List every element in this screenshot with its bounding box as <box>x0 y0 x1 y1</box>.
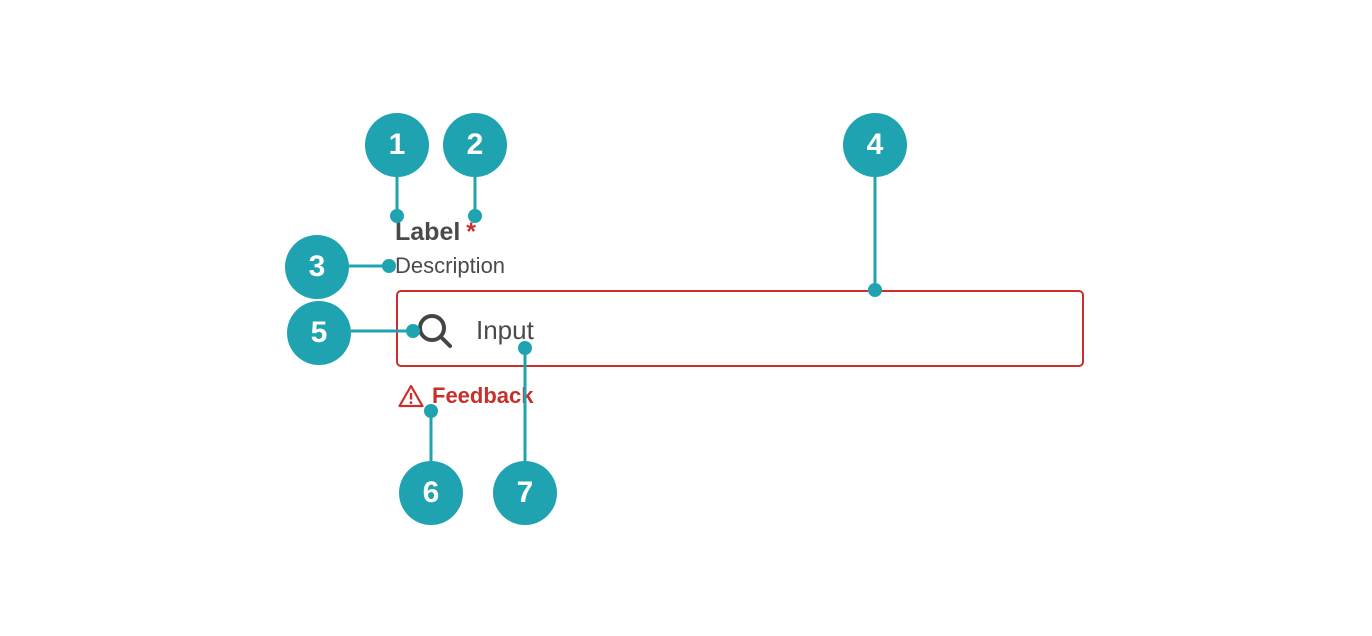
callout-5-number: 5 <box>311 316 328 349</box>
callout-4: 4 <box>843 113 907 297</box>
callout-3-badge <box>285 235 349 299</box>
callout-1: 1 <box>365 113 429 223</box>
callout-3: 3 <box>285 235 396 299</box>
callout-2: 2 <box>443 113 507 223</box>
callout-7: 7 <box>493 341 557 525</box>
feedback-message: Feedback <box>398 381 534 411</box>
callout-1-number: 1 <box>389 128 406 161</box>
callout-1-badge <box>365 113 429 177</box>
callout-5-badge <box>287 301 351 365</box>
callout-3-number: 3 <box>309 250 326 283</box>
callout-7-badge <box>493 461 557 525</box>
feedback-text: Feedback <box>432 383 534 408</box>
search-input[interactable]: Input <box>396 290 1084 367</box>
field-label: Label* <box>395 216 476 248</box>
input-value: Input <box>476 315 534 345</box>
field-description: Description <box>395 253 506 278</box>
callout-7-number: 7 <box>517 476 534 509</box>
callout-6-badge <box>399 461 463 525</box>
callout-4-number: 4 <box>867 128 884 161</box>
callout-6: 6 <box>399 404 463 525</box>
callout-4-badge <box>843 113 907 177</box>
required-asterisk: * <box>466 218 477 246</box>
search-icon <box>418 314 452 348</box>
callout-3-anchor-dot <box>382 259 396 273</box>
label-text: Label <box>395 218 461 246</box>
callout-6-number: 6 <box>423 476 440 509</box>
callout-2-badge <box>443 113 507 177</box>
warning-icon <box>398 384 424 408</box>
callout-2-number: 2 <box>467 128 484 161</box>
